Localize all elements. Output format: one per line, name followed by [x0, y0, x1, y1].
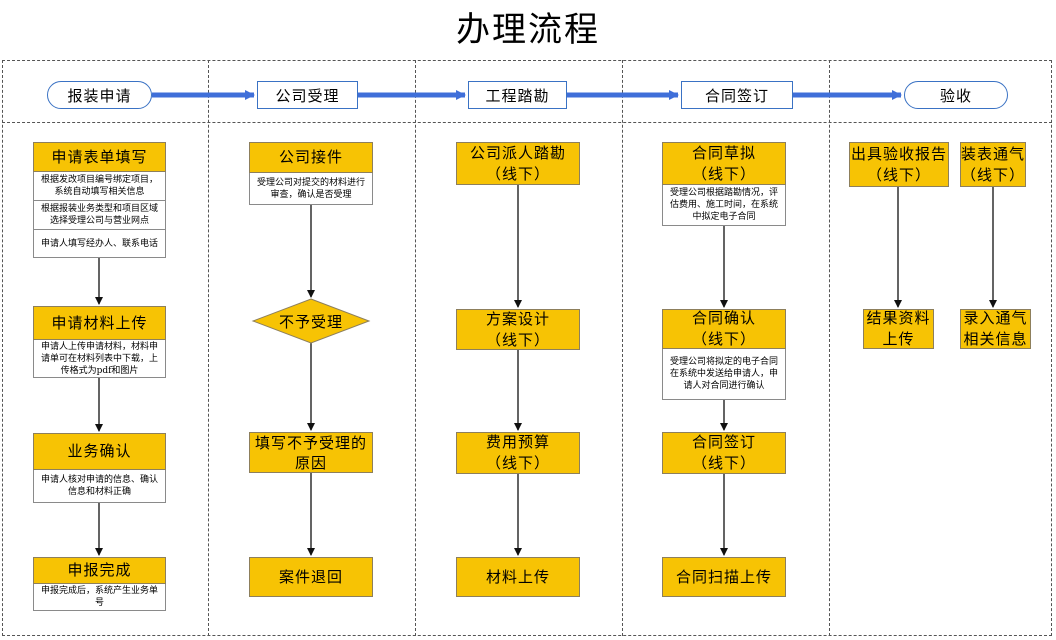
decision-diamond — [251, 298, 371, 344]
step-plan-design: 方案设计 （线下） — [456, 309, 580, 350]
step-contract-confirm: 合同确认 （线下） — [662, 309, 786, 349]
step-business-confirm: 业务确认 — [33, 433, 166, 470]
lane-divider — [829, 60, 830, 636]
step-reject-reason: 填写不予受理的原因 — [249, 432, 373, 473]
step-note: 根据报装业务类型和项目区域选择受理公司与营业网点 — [33, 201, 166, 230]
stage-apply: 报装申请 — [47, 81, 152, 109]
step-note: 申报完成后，系统产生业务单号 — [33, 584, 166, 611]
lane-divider — [415, 60, 416, 636]
step-note: 受理公司将拟定的电子合同在系统中发送给申请人，申请人对合同进行确认 — [662, 349, 786, 400]
flow-arrows — [95, 185, 997, 556]
step-gas-info-entry: 录入通气 相关信息 — [960, 309, 1031, 349]
stage-acceptance: 验收 — [904, 81, 1008, 109]
page-title: 办理流程 — [456, 10, 600, 50]
step-acceptance-report: 出具验收报告 （线下） — [849, 142, 949, 187]
step-note: 申请人核对申请的信息、确认信息和材料正确 — [33, 470, 166, 503]
step-result-upload: 结果资料 上传 — [863, 309, 934, 349]
step-cost-budget: 费用预算 （线下） — [456, 432, 580, 474]
stage-accept: 公司受理 — [257, 81, 358, 109]
stage-survey: 工程踏勘 — [468, 81, 567, 109]
step-site-survey: 公司派人踏勘 （线下） — [456, 142, 580, 185]
step-material-upload: 材料上传 — [456, 557, 580, 597]
step-contract-draft: 合同草拟 （线下） — [662, 142, 786, 185]
lane-divider — [208, 60, 209, 636]
step-note: 申请人上传申请材料，材料申请单可在材料列表中下载，上传格式为pdf和图片 — [33, 340, 166, 378]
step-form-fill: 申请表单填写 — [33, 142, 166, 172]
step-contract-sign: 合同签订 （线下） — [662, 432, 786, 474]
step-note: 受理公司对提交的材料进行审查，确认是否受理 — [249, 173, 373, 205]
step-meter-gas: 装表通气 （线下） — [960, 142, 1026, 187]
lane-divider — [622, 60, 623, 636]
step-contract-scan-upload: 合同扫描上传 — [662, 557, 786, 597]
stage-contract: 合同签订 — [681, 81, 793, 109]
step-case-return: 案件退回 — [249, 557, 373, 597]
decision-label: 不予受理 — [278, 312, 343, 331]
step-submit-done: 申报完成 — [33, 557, 166, 584]
step-note: 受理公司根据踏勘情况，评估费用、施工时间，在系统中拟定电子合同 — [662, 185, 786, 226]
step-upload-materials: 申请材料上传 — [33, 306, 166, 340]
step-note: 根据发改项目编号绑定项目，系统自动填写相关信息 — [33, 172, 166, 201]
swimlane-frame — [2, 60, 1052, 636]
step-note: 申请人填写经办人、联系电话 — [33, 230, 166, 258]
step-receive-case: 公司接件 — [249, 142, 373, 173]
header-divider — [2, 122, 1052, 123]
